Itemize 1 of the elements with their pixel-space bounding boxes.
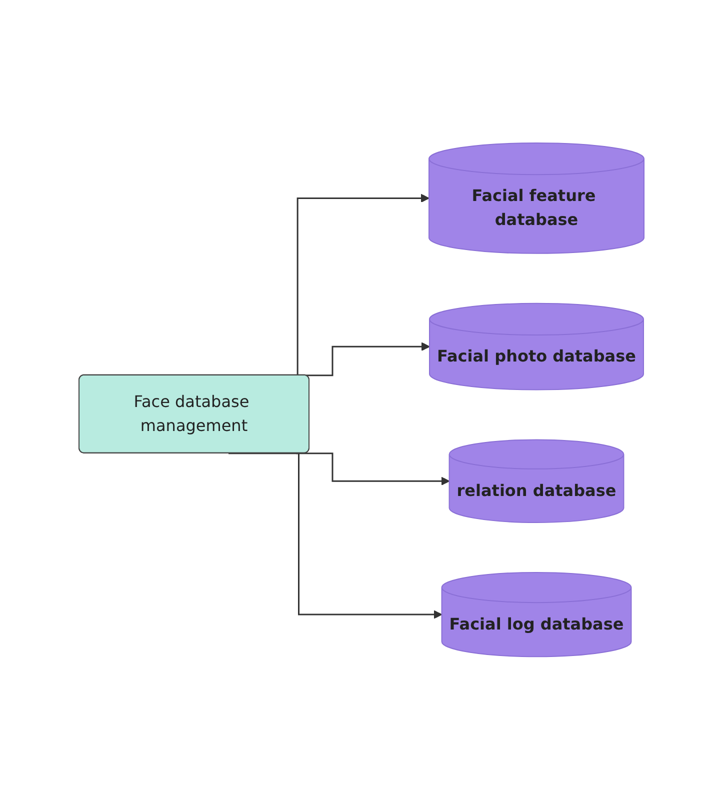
arrow: [228, 452, 442, 620]
